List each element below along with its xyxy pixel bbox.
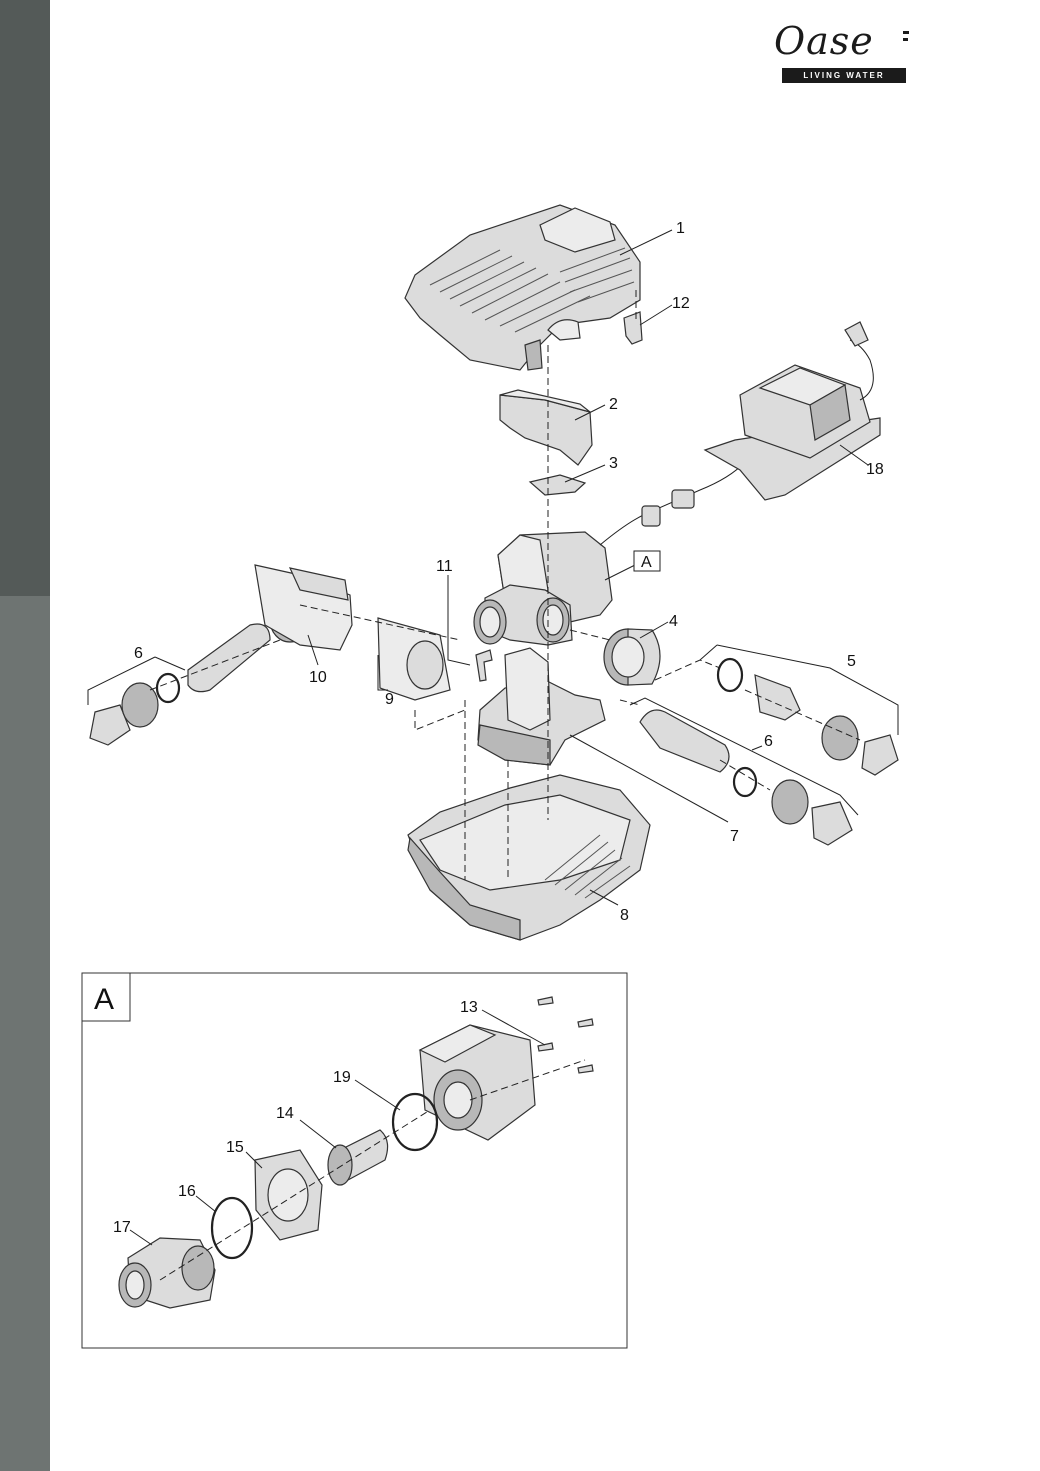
part-screw-11 — [475, 649, 493, 682]
callout-19: 19 — [333, 1069, 351, 1086]
leader-lines — [87, 229, 899, 906]
callout-3: 3 — [609, 455, 618, 472]
part-screws-13 — [537, 996, 594, 1074]
callout-6-left: 6 — [134, 645, 143, 662]
part-bracket-2 — [499, 389, 593, 466]
part-rotor-14 — [327, 1129, 389, 1186]
callout-18: 18 — [866, 461, 884, 478]
part-transformer-18 — [703, 321, 881, 501]
sidebar-band-top — [0, 0, 50, 596]
part-flange-15 — [254, 1149, 323, 1241]
brand-tagline: LIVING WATER — [782, 68, 906, 83]
callout-5: 5 — [847, 653, 856, 670]
callout-12: 12 — [672, 295, 690, 312]
callout-11: 11 — [436, 558, 453, 575]
callout-8: 8 — [620, 907, 629, 924]
callout-10: 10 — [309, 669, 327, 686]
callout-14: 14 — [276, 1105, 294, 1122]
callout-13: 13 — [460, 999, 478, 1016]
part-hose-6-right — [639, 709, 853, 846]
detail-box-a — [81, 972, 628, 1349]
logo-drop-icon — [903, 31, 909, 41]
sidebar-band-bottom — [0, 596, 50, 1471]
part-housing-8 — [407, 774, 651, 941]
brand-logo: Oase LIVING WATER — [768, 18, 909, 84]
callout-7: 7 — [730, 828, 739, 845]
brand-name: Oase — [774, 19, 874, 63]
part-housing-17 — [118, 1237, 216, 1309]
part-oring-19 — [391, 1092, 439, 1152]
part-cover-9 — [377, 617, 451, 701]
callout-16: 16 — [178, 1183, 196, 1200]
part-motor-block-detail — [418, 1024, 536, 1141]
part-cover-10 — [254, 564, 353, 651]
callout-1: 1 — [676, 220, 685, 237]
detail-box-label: A — [94, 983, 114, 1016]
part-plate-3 — [528, 474, 587, 496]
detail-ref-box — [633, 550, 661, 572]
part-pump-motor — [473, 531, 613, 646]
part-oring-16 — [210, 1196, 254, 1260]
detail-guide-lines — [159, 1059, 586, 1281]
callout-6-right: 6 — [764, 733, 773, 750]
detail-leader-lines — [129, 1009, 546, 1246]
part-cover-top — [404, 204, 641, 371]
callout-2: 2 — [609, 396, 618, 413]
part-union-4 — [603, 628, 661, 686]
part-clip-12 — [623, 311, 643, 345]
detail-ref-label: A — [641, 554, 652, 571]
part-holder-7 — [477, 647, 606, 766]
assembly-guide-lines — [149, 290, 861, 880]
callout-17: 17 — [113, 1219, 131, 1236]
callout-15: 15 — [226, 1139, 244, 1156]
callout-9: 9 — [385, 691, 394, 708]
callout-4: 4 — [669, 613, 678, 630]
